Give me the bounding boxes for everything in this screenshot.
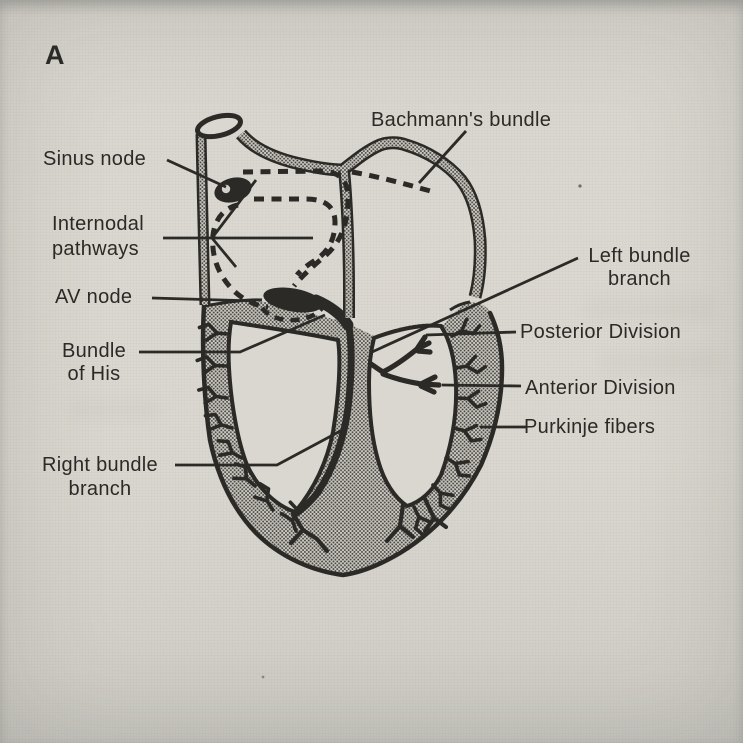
av-node-leader <box>151 296 257 303</box>
bachmanns-bundle-dashes <box>351 169 434 195</box>
atrial-wall-halftone <box>237 131 485 299</box>
label-text: branch <box>68 478 132 500</box>
label-right-bundle-branch: Right bundle branch <box>16 453 184 501</box>
label-text: branch <box>608 268 671 290</box>
bundle-of-his-leader <box>139 313 326 354</box>
sinus-node-leader <box>166 158 227 189</box>
left-bundle-branch-shape <box>368 334 442 395</box>
bleed-through-smudge <box>70 400 160 420</box>
label-text: pathways <box>52 238 139 260</box>
label-text: Right bundle <box>42 454 158 476</box>
label-sinus-node: Sinus node <box>43 148 146 171</box>
anterior-division-leader <box>441 383 522 388</box>
leader-lines <box>139 130 579 467</box>
label-anterior-division: Anterior Division <box>525 377 676 400</box>
label-text: AV node <box>55 286 133 308</box>
bleed-through-smudge <box>585 295 715 321</box>
panel-letter: A <box>45 40 65 70</box>
posterior-division-leader <box>425 330 517 337</box>
av-node-shape <box>263 287 323 313</box>
label-text: Internodal <box>52 213 144 235</box>
label-bundle-of-his: Bundle of His <box>44 340 144 386</box>
label-posterior-division: Posterior Division <box>520 321 681 344</box>
label-text: Purkinje fibers <box>524 416 656 438</box>
vena-cava-left-wall-halftone <box>198 133 208 306</box>
internodal-pathways-leader <box>163 179 313 268</box>
label-text: Bachmann's bundle <box>371 109 552 131</box>
label-text: Sinus node <box>43 148 147 170</box>
label-text: Left bundle <box>588 245 691 267</box>
bleed-through-smudge <box>600 350 720 374</box>
label-bachmanns-bundle: Bachmann's bundle <box>371 109 551 132</box>
heart-outer-contour <box>200 303 505 578</box>
vena-cava-opening <box>195 112 243 140</box>
anterior-division-shape <box>380 371 442 395</box>
label-text: Posterior Division <box>520 321 682 343</box>
purkinje-branches-apex <box>288 496 449 554</box>
paper-speck <box>578 184 582 188</box>
left-bundle-branch-leader <box>371 256 579 354</box>
label-text: of His <box>67 363 121 385</box>
label-av-node: AV node <box>55 286 132 309</box>
label-left-bundle-branch: Left bundle branch <box>573 245 706 291</box>
label-text: Bundle <box>61 340 127 362</box>
label-internodal-pathways: Internodal pathways <box>52 212 144 262</box>
posterior-division-shape <box>380 334 433 375</box>
paper-speck <box>261 675 265 679</box>
label-text: Anterior Division <box>525 377 676 399</box>
label-purkinje-fibers: Purkinje fibers <box>524 416 655 439</box>
right-bundle-branch-leader <box>175 426 347 467</box>
bachmanns-bundle-leader <box>417 130 468 184</box>
